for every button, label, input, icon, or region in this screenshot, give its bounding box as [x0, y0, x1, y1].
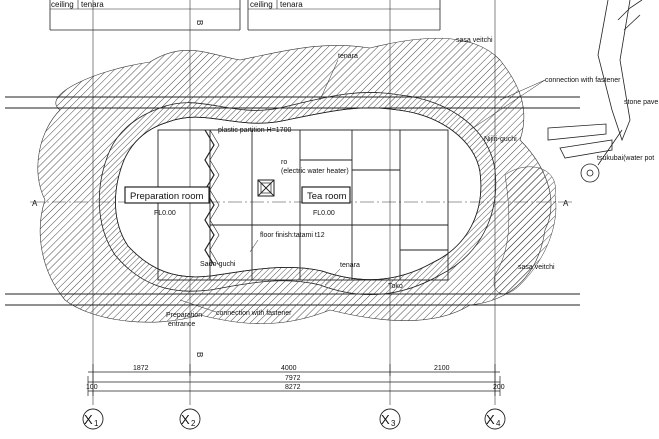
tea-room-box	[301, 186, 351, 204]
prep-entrance-label-2: entrance	[168, 321, 195, 328]
svg-text:4: 4	[496, 419, 501, 428]
tenara-top-label: tenara	[338, 53, 358, 60]
dimension-seg3: 2100	[434, 365, 450, 372]
horizontal-rails	[5, 96, 580, 306]
right-tenara-label: tenara	[280, 0, 303, 9]
dimension-outer-total: 8272	[285, 384, 301, 391]
interior-clear-area	[99, 92, 496, 295]
tenara-bottom-label: tenara	[340, 262, 360, 269]
dimension-right-offset: 200	[493, 384, 505, 391]
stone-pavement-label: stone pave	[624, 99, 658, 106]
section-mark-b-upper: B	[195, 20, 204, 25]
ro-label: ro	[281, 159, 287, 166]
svg-text:1: 1	[94, 419, 99, 428]
sasa-veitchi-top-label: sasa veitchi	[456, 37, 493, 44]
left-tenara-label: tenara	[81, 0, 104, 9]
sado-guchi-label: Sado-guchi	[200, 261, 236, 268]
svg-text:X: X	[486, 412, 495, 427]
preparation-floor-level: FL0.00	[154, 210, 176, 217]
section-mark-a-left: A	[32, 199, 38, 208]
svg-text:X: X	[181, 412, 190, 427]
dimension-seg2: 4000	[281, 365, 297, 372]
sasa-veitchi-right-label: sasa veitchi	[518, 264, 555, 271]
connection-bottom-label: connection with fastener	[216, 310, 292, 317]
section-mark-b-lower: B	[195, 352, 204, 357]
axis-bubble-x1: X 1	[82, 408, 104, 430]
preparation-room-box	[124, 186, 210, 204]
tsukubai-label: tsukubai(water pot	[597, 155, 654, 162]
axis-bubble-x4: X 4	[484, 408, 506, 430]
svg-text:X: X	[381, 412, 390, 427]
dimension-left-offset: 100	[86, 384, 98, 391]
tea-room-label: Tea room	[307, 191, 347, 202]
prep-entrance-label-1: Preparation	[166, 312, 202, 319]
tea-floor-level: FL0.00	[313, 210, 335, 217]
water-heater-label: (electric water heater)	[281, 168, 349, 175]
nijiri-guchi-label: Nijiri-guchi	[484, 136, 517, 143]
top-left-detail-box: ceiling tenara	[49, 0, 241, 31]
vegetation-hatch-right	[493, 166, 557, 294]
preparation-room-label: Preparation room	[130, 191, 203, 202]
tenara-inner-edge	[115, 107, 482, 280]
section-mark-a-right: A	[563, 199, 569, 208]
connection-top-label: connection with fastener	[545, 77, 621, 84]
dimension-seg1: 1872	[133, 365, 149, 372]
dimension-lines	[87, 364, 501, 396]
svg-text:2: 2	[191, 419, 196, 428]
top-right-detail-box: ceiling tenara	[247, 0, 441, 31]
right-ceiling-label: ceiling	[250, 0, 273, 9]
axis-bubble-x2: X 2	[179, 408, 201, 430]
toko-label: Toko	[388, 283, 403, 290]
floor-finish-label: floor finish:tatami t12	[260, 232, 325, 239]
stone-pavement-sketch	[547, 0, 643, 183]
tsukubai-water-pot	[580, 163, 600, 183]
axis-bubble-x3: X 3	[379, 408, 401, 430]
plastic-partition-label: plastic partition H=1700	[218, 127, 291, 134]
left-ceiling-label: ceiling	[51, 0, 74, 9]
room-plan	[157, 129, 449, 281]
svg-text:3: 3	[391, 419, 396, 428]
svg-text:X: X	[84, 412, 93, 427]
dimension-inner-total: 7972	[285, 375, 301, 382]
